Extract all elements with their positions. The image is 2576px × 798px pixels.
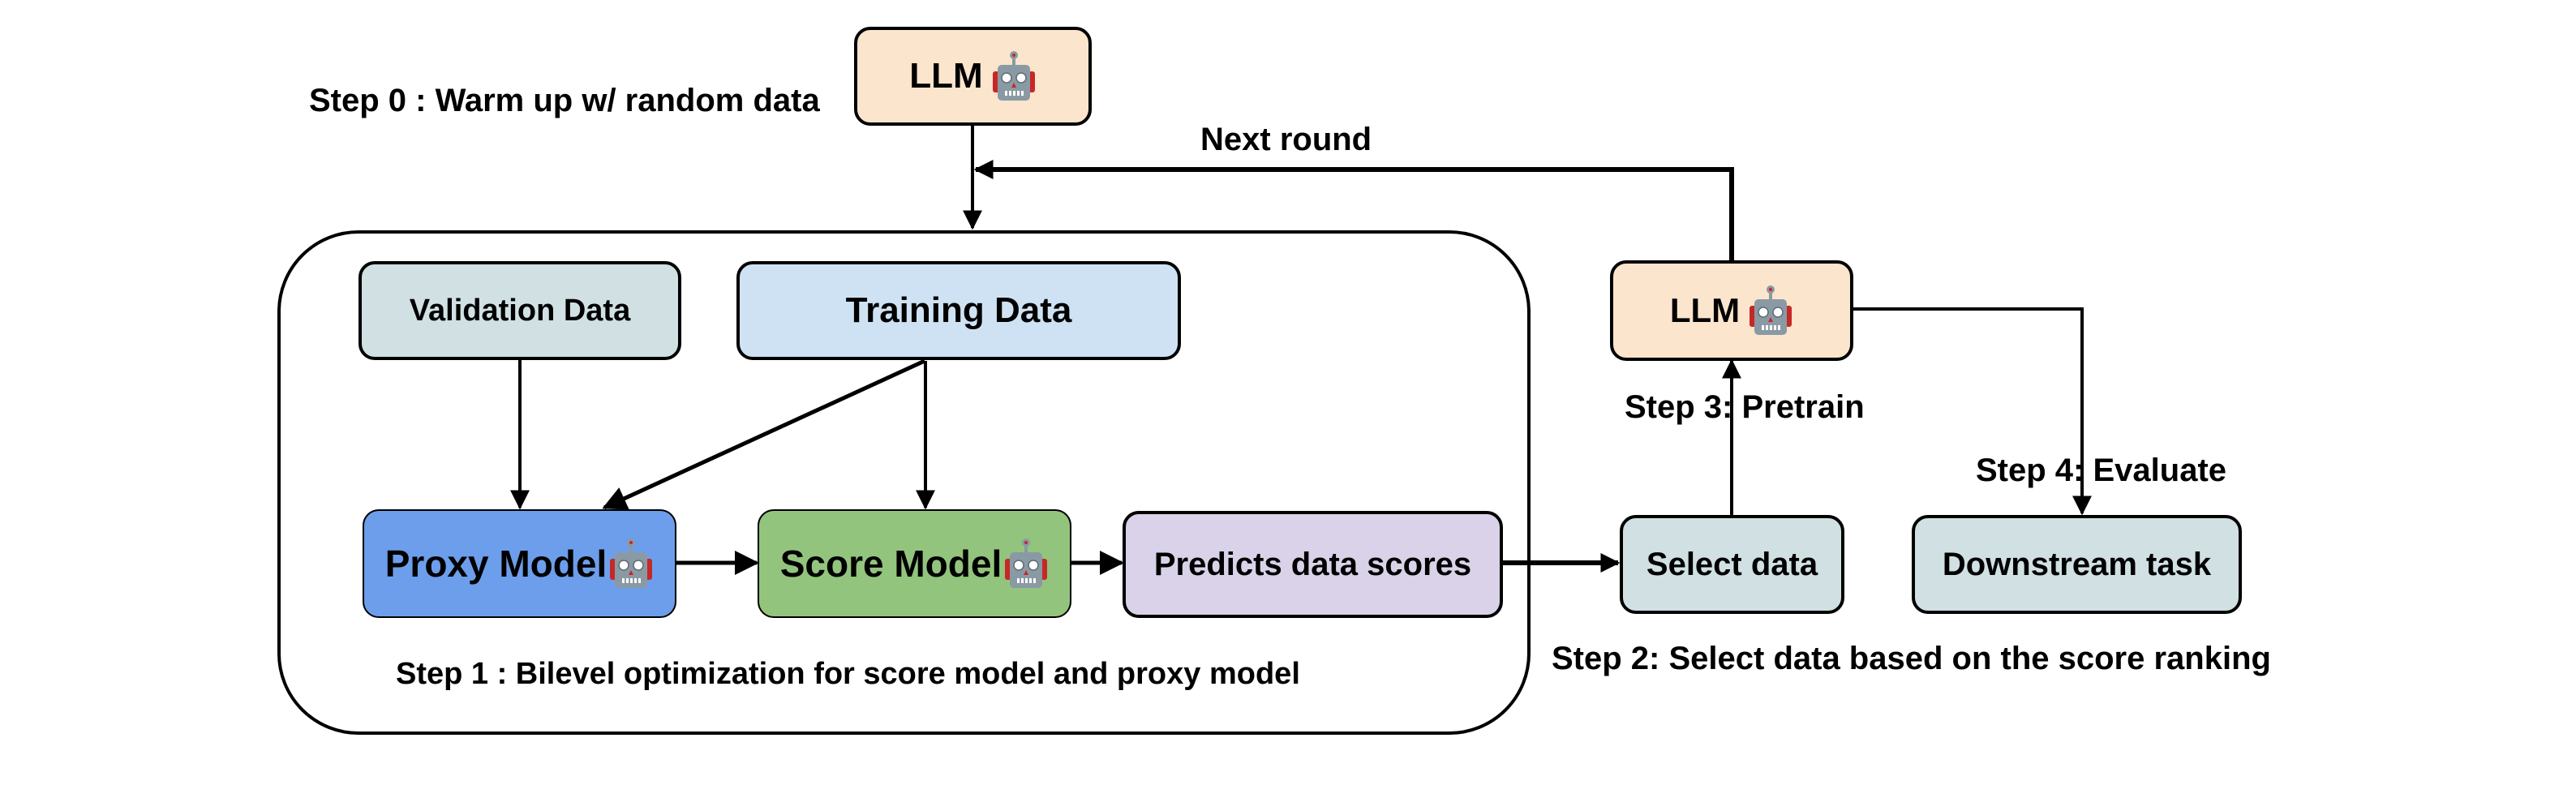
step1-label: Step 1 : Bilevel optimization for score … — [396, 657, 1300, 691]
llm-top-label: LLM — [909, 56, 983, 96]
robot-icon — [608, 538, 654, 590]
score-model-node[interactable]: Score Model — [758, 509, 1071, 618]
step1-container — [277, 230, 1531, 735]
training-data-node[interactable]: Training Data — [736, 261, 1181, 360]
robot-icon — [1748, 285, 1793, 337]
llm-right-node[interactable]: LLM — [1610, 260, 1853, 361]
step4-label: Step 4: Evaluate — [1976, 453, 2227, 488]
edge-next-round — [973, 160, 1734, 260]
select-data-node[interactable]: Select data — [1620, 515, 1844, 614]
step2-label: Step 2: Select data based on the score r… — [1552, 641, 2271, 676]
training-data-label: Training Data — [845, 290, 1072, 330]
validation-data-label: Validation Data — [409, 293, 631, 328]
step3-label: Step 3: Pretrain — [1625, 389, 1865, 425]
llm-right-label: LLM — [1669, 291, 1741, 329]
validation-data-node[interactable]: Validation Data — [358, 261, 681, 360]
predicts-data-scores-label: Predicts data scores — [1153, 546, 1472, 582]
robot-icon — [991, 50, 1037, 102]
predicts-data-scores-node[interactable]: Predicts data scores — [1123, 511, 1503, 618]
edge-training-to-proxy — [602, 358, 926, 510]
robot-icon — [1003, 538, 1049, 590]
proxy-model-label: Proxy Model — [384, 543, 608, 585]
select-data-label: Select data — [1646, 546, 1818, 582]
llm-top-node[interactable]: LLM — [854, 27, 1092, 126]
proxy-model-node[interactable]: Proxy Model — [363, 509, 676, 618]
downstream-task-label: Downstream task — [1942, 546, 2212, 582]
score-model-label: Score Model — [779, 543, 1002, 585]
downstream-task-node[interactable]: Downstream task — [1912, 515, 2242, 614]
step0-label: Step 0 : Warm up w/ random data — [309, 83, 820, 118]
edge-llm-to-downstream — [1853, 307, 2092, 516]
next-round-label: Next round — [1200, 122, 1372, 157]
